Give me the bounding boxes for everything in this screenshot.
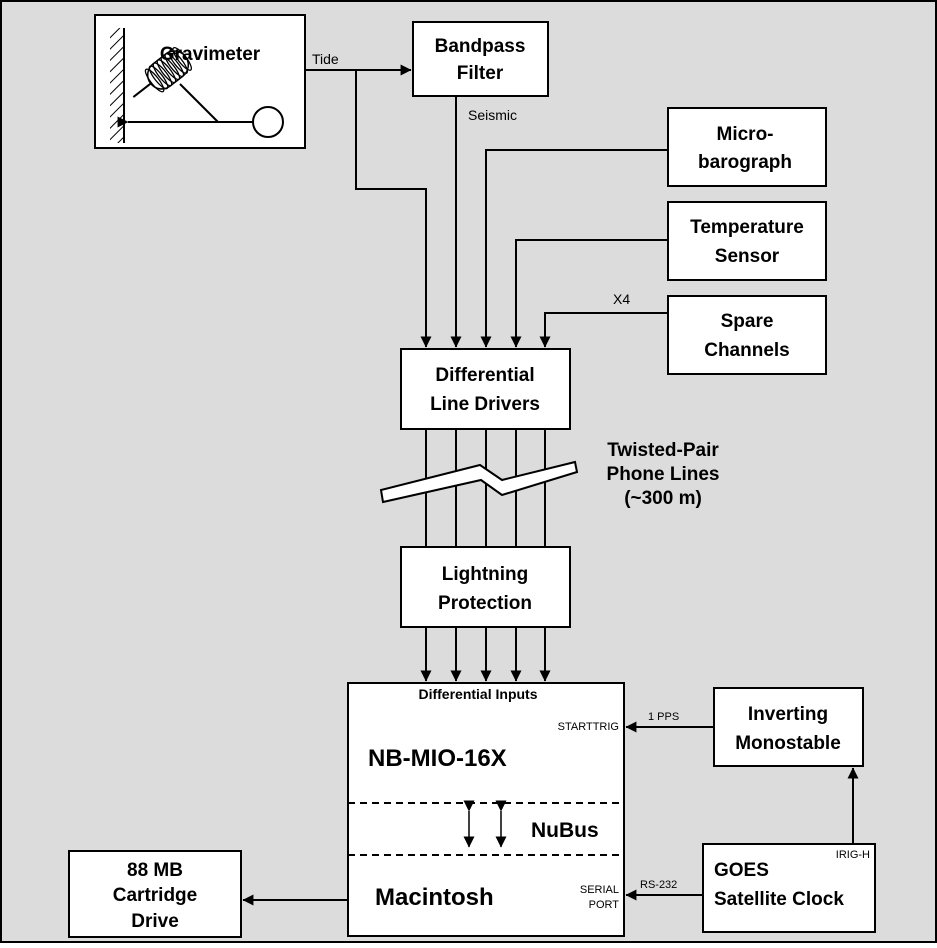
line-drivers-label-1: Differential [435,365,534,386]
lightning-protection-label-2: Protection [438,593,532,614]
tide-label: Tide [312,51,339,67]
lightning-protection-label-1: Lightning [442,564,529,585]
microbarograph-label-1: Micro- [717,124,774,145]
phone-lines-label-3: (~300 m) [624,488,702,509]
computer-box: Differential Inputs STARTTRIG NB-MIO-16X… [347,682,625,937]
gravimeter-label: Gravimeter [160,44,261,65]
spare-multiplier-label: X4 [613,291,630,307]
cartridge-drive-label-3: Drive [131,911,179,932]
starttrig-label: STARTTRIG [558,721,619,733]
nubus-label: NuBus [531,819,599,842]
gravimeter-spring-icon [132,46,193,98]
microbarograph-line [480,149,668,348]
one-pps-label: 1 PPS [648,711,679,723]
cartridge-drive-box: 88 MB Cartridge Drive [68,850,242,938]
temperature-sensor-label-2: Sensor [715,246,780,267]
spare-channels-label-1: Spare [721,311,774,332]
temperature-line [510,239,668,348]
spare-channels-box: Spare Channels [667,295,827,375]
lightning-protection-box: Lightning Protection [400,546,571,628]
phone-lines-label-1: Twisted-Pair [607,440,719,461]
microbarograph-label-2: barograph [698,152,792,173]
differential-inputs-label: Differential Inputs [418,686,537,702]
line-drivers-label-2: Line Drivers [430,394,540,415]
serial-port-label-2: PORT [589,899,620,911]
connections [305,64,668,348]
temperature-sensor-label-1: Temperature [690,217,804,238]
bandpass-filter-label-1: Bandpass [435,36,526,57]
spare-channels-label-2: Channels [704,340,790,361]
macintosh-label: Macintosh [375,884,494,911]
cartridge-drive-label-1: 88 MB [127,860,183,881]
bandpass-filter-box: Bandpass Filter [412,21,549,97]
tide-branch-line [355,70,432,348]
rs232-label: RS-232 [640,879,677,891]
microbarograph-box: Micro- barograph [667,107,827,187]
input-wires [420,627,551,682]
gravimeter-mass-icon [252,106,284,138]
line-drivers-box: Differential Line Drivers [400,348,571,430]
serial-port-label-1: SERIAL [580,884,619,896]
goes-clock-label-2: Satellite Clock [714,889,844,910]
spare-channels-line [539,312,668,348]
board-label: NB-MIO-16X [368,745,507,772]
goes-clock-label-1: GOES [714,860,769,881]
inverting-monostable-label-1: Inverting [748,704,828,725]
temperature-sensor-box: Temperature Sensor [667,201,827,281]
phone-lines-break-icon [379,460,579,504]
gravimeter-box: Gravimeter [94,14,306,149]
goes-clock-port-label: IRIG-H [836,849,870,861]
phone-lines-label-2: Phone Lines [607,464,720,485]
cartridge-drive-label-2: Cartridge [113,885,197,906]
seismic-label: Seismic [468,107,517,123]
inverting-monostable-box: Inverting Monostable [713,687,864,767]
bandpass-filter-label-2: Filter [457,63,504,84]
inverting-monostable-label-2: Monostable [735,733,841,754]
gravimeter-wall-hatch [110,28,124,143]
goes-clock-box: IRIG-H GOES Satellite Clock [702,843,876,933]
